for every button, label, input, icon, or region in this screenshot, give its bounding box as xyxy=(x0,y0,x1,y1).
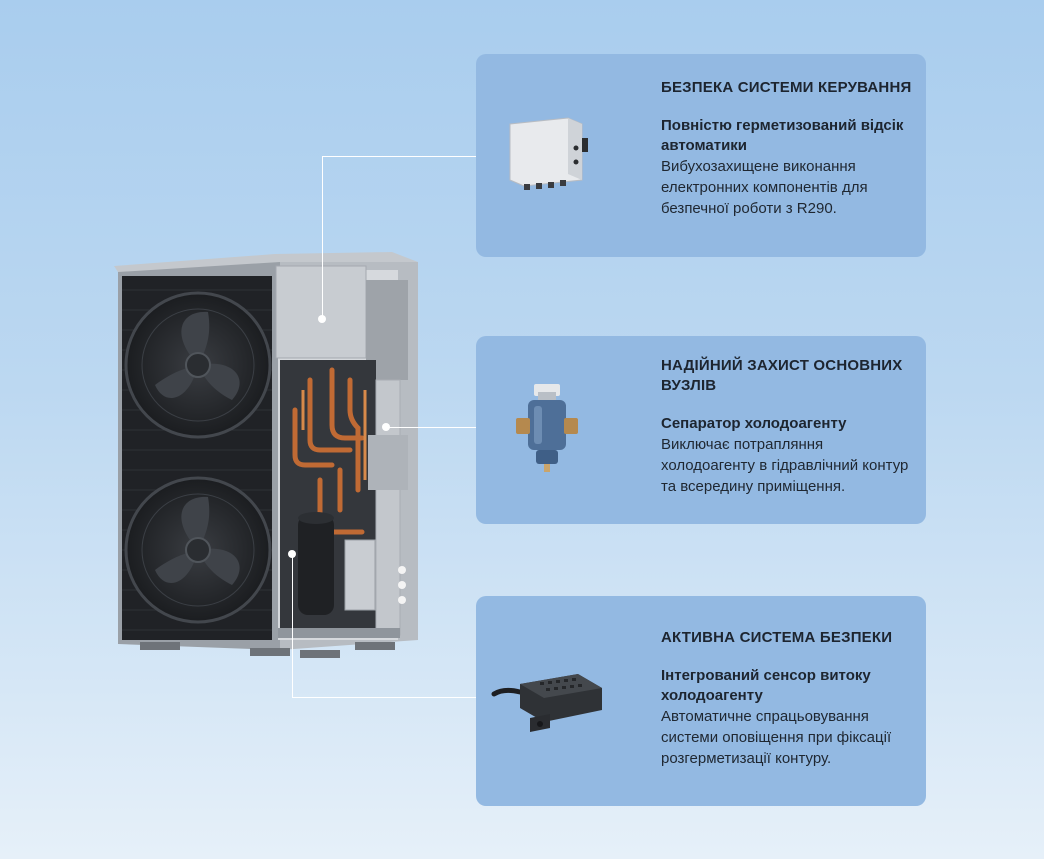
card-title: БЕЗПЕКА СИСТЕМИ КЕРУВАННЯ xyxy=(661,79,912,96)
heat-pump-unit-image xyxy=(114,252,418,658)
connector-dot-3 xyxy=(288,550,296,558)
card-description: Виключає потрапляння холодоагенту в гідр… xyxy=(661,436,909,495)
card-description: Автоматичне спрацьовування системи опові… xyxy=(661,708,892,767)
connector-line-2-horizontal xyxy=(386,427,476,428)
fan-top xyxy=(124,291,272,439)
connector-line-1-horizontal xyxy=(322,156,476,157)
connector-line-3-horizontal xyxy=(292,697,476,698)
card-title: НАДІЙНИЙ ЗАХИСТ ОСНОВНИХ ВУЗЛІВ xyxy=(661,357,903,394)
leak-sensor-icon xyxy=(491,674,602,732)
card-subtitle: Сепаратор холодоагенту xyxy=(661,415,847,432)
card-title: АКТИВНА СИСТЕМА БЕЗПЕКИ xyxy=(661,629,893,646)
connector-line-3-vertical xyxy=(292,554,293,697)
connector-dot-2 xyxy=(382,423,390,431)
connector-line-1-vertical xyxy=(322,156,323,319)
feature-card-core-protection: НАДІЙНИЙ ЗАХИСТ ОСНОВНИХ ВУЗЛІВ Сепарато… xyxy=(476,336,926,524)
control-box-icon xyxy=(509,117,588,190)
card-subtitle: Повністю герметизований відсік автоматик… xyxy=(661,117,904,154)
connector-dot-1 xyxy=(318,315,326,323)
fan-bottom xyxy=(124,476,272,624)
feature-card-control-safety: БЕЗПЕКА СИСТЕМИ КЕРУВАННЯ Повністю герме… xyxy=(476,54,926,257)
card-description: Вибухозахищене виконання електронних ком… xyxy=(661,158,868,217)
feature-card-active-safety: АКТИВНА СИСТЕМА БЕЗПЕКИ Інтегрований сен… xyxy=(476,596,926,806)
refrigerant-separator-icon xyxy=(516,384,578,472)
card-subtitle: Інтегрований сенсор витоку холодоагенту xyxy=(661,667,871,704)
